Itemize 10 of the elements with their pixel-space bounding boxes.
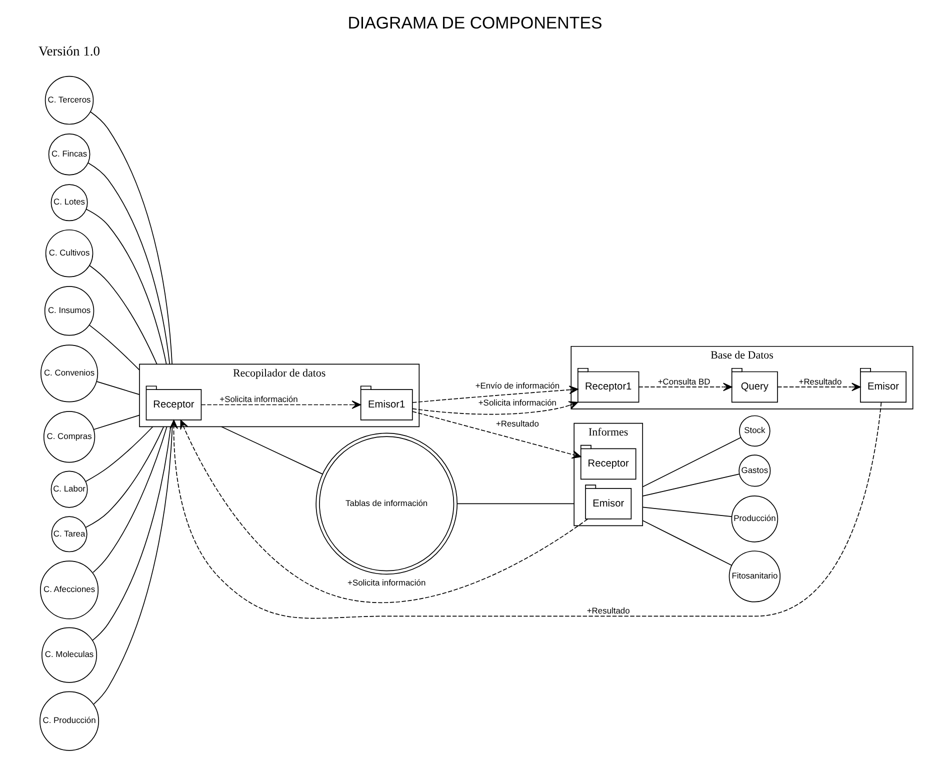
diagram-title: DIAGRAMA DE COMPONENTES [348, 13, 602, 32]
edge-label: +Consulta BD [658, 376, 710, 386]
edge-label: +Solicita información [220, 394, 298, 404]
edge-label: +Envío de información [475, 380, 560, 391]
edge-label: +Resultado [496, 418, 539, 429]
label: Versión 1.0 [38, 43, 100, 58]
edge-label: +Resultado [586, 606, 630, 616]
edge-label: +Resultado [798, 376, 842, 386]
edge-label: +Solicita información [348, 578, 426, 588]
edge-label: +Solicita información [478, 398, 556, 408]
